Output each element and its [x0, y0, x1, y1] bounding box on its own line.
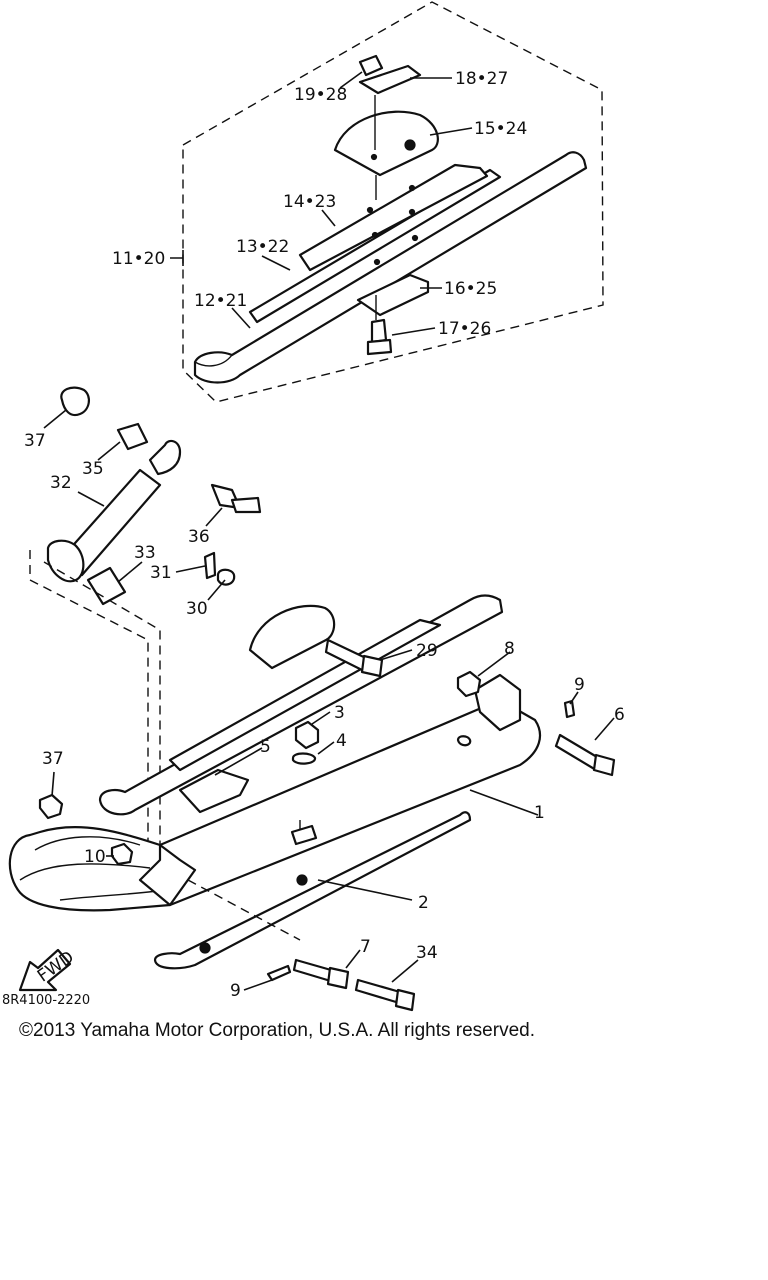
callout-19-28: 19•28	[294, 85, 347, 105]
callout-34: 34	[416, 943, 438, 963]
callout-2: 2	[418, 893, 429, 913]
callout-37-top: 37	[24, 431, 46, 451]
figure-code: 8R4100-2220	[2, 993, 91, 1008]
shock-absorber-assembly	[29, 386, 262, 860]
fasteners	[38, 638, 616, 1012]
callout-3: 3	[334, 703, 345, 723]
callout-1: 1	[534, 803, 545, 823]
callout-29: 29	[416, 641, 438, 661]
ski-body	[8, 673, 542, 970]
ski-assembly-diagram: FWD 19•28 18•27 15•24 14•23 13•22 11•20 …	[8, 1, 625, 1012]
leaf-spring-assembly	[193, 54, 588, 384]
callout-32: 32	[50, 473, 72, 493]
copyright-notice: ©2013 Yamaha Motor Corporation, U.S.A. A…	[19, 1020, 535, 1041]
callout-13-22: 13•22	[236, 237, 289, 257]
callout-8: 8	[504, 639, 515, 659]
callout-15-24: 15•24	[474, 119, 527, 139]
callout-36: 36	[188, 527, 210, 547]
callout-30: 30	[186, 599, 208, 619]
fwd-arrow: FWD	[18, 947, 78, 992]
callout-4: 4	[336, 731, 347, 751]
callout-6: 6	[614, 705, 625, 725]
callout-10: 10	[84, 847, 106, 867]
callout-16-25: 16•25	[444, 279, 497, 299]
leader-lines	[43, 71, 615, 991]
callout-9-top: 9	[574, 675, 585, 695]
callout-11-20: 11•20	[112, 249, 165, 269]
callout-17-26: 17•26	[438, 319, 491, 339]
leaf-spring-group-boundary	[182, 1, 604, 403]
callout-5: 5	[260, 737, 271, 757]
callout-12-21: 12•21	[194, 291, 247, 311]
callout-14-23: 14•23	[283, 192, 336, 212]
callout-33: 33	[134, 543, 156, 563]
callout-31: 31	[150, 563, 172, 583]
callout-18-27: 18•27	[455, 69, 508, 89]
callout-35: 35	[82, 459, 104, 479]
callout-9-bottom: 9	[230, 981, 241, 1001]
callout-7: 7	[360, 937, 371, 957]
callout-37-bottom: 37	[42, 749, 64, 769]
